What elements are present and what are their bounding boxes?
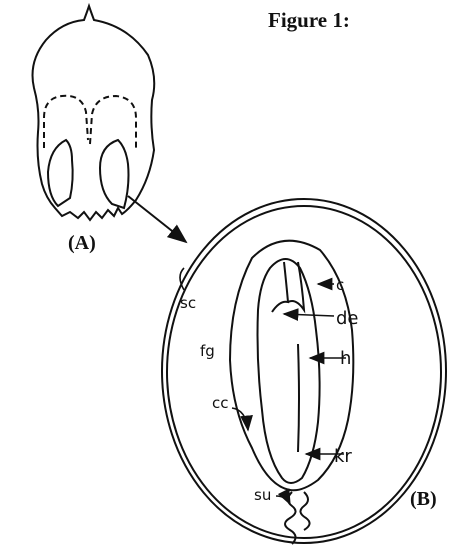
panel-b-suspensor-2 <box>300 492 309 530</box>
panel-a-ovule-right <box>100 140 129 208</box>
panel-a-to-b-arrow <box>128 196 186 242</box>
panel-b-seed-coat-outer <box>162 199 446 543</box>
panel-b-central-line <box>298 344 299 452</box>
panel-b-central-cell <box>258 259 320 483</box>
panel-a-ovule-left <box>48 140 73 206</box>
label-de: de <box>336 308 359 329</box>
label-kr: kr <box>334 446 352 467</box>
panel-b-egg-apparatus <box>272 262 304 312</box>
label-su: su <box>254 486 271 504</box>
label-fg: fg <box>200 342 215 360</box>
panel-b-drawing <box>162 199 446 544</box>
label-sc: sc <box>180 294 196 312</box>
label-cc: cc <box>212 394 229 412</box>
de-pointer <box>284 314 334 316</box>
label-c: c <box>336 276 344 294</box>
panel-a-drawing <box>33 6 155 220</box>
label-h: h <box>340 348 351 369</box>
